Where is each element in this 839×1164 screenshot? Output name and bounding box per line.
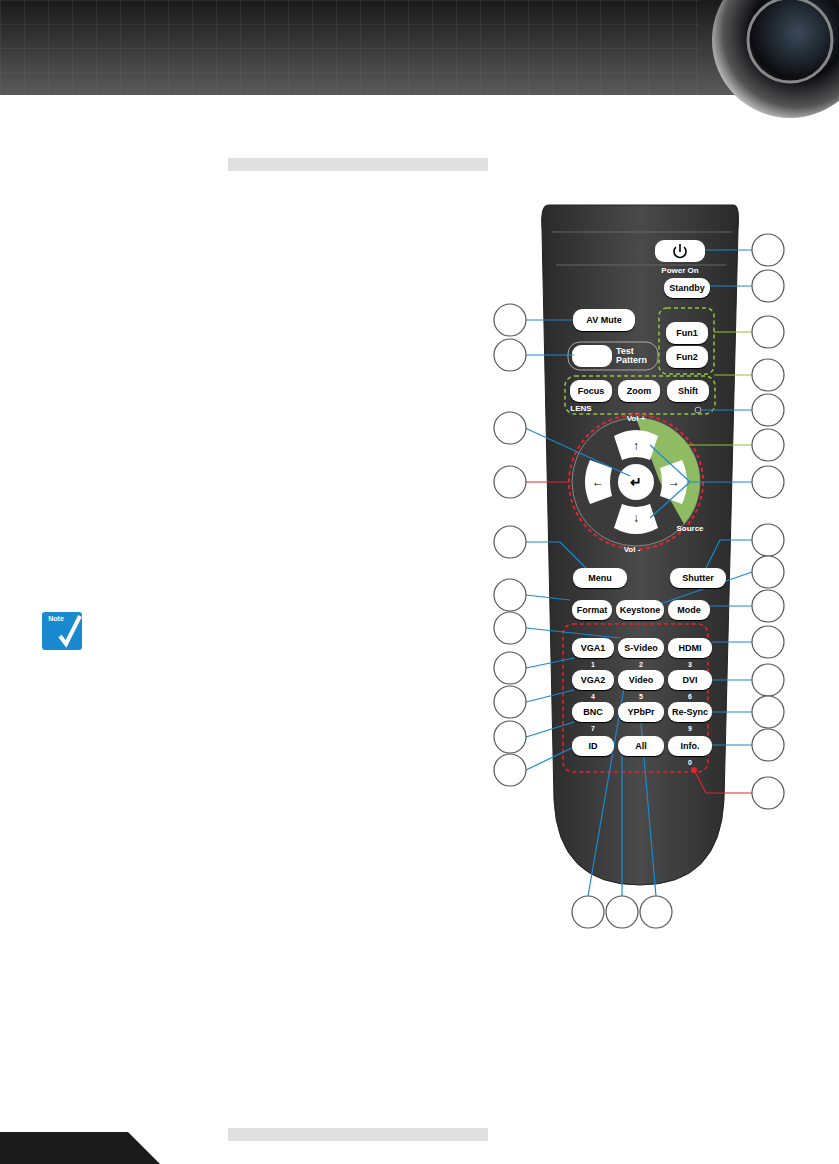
note-icon xyxy=(42,612,82,650)
vol-down-label: Vol - xyxy=(624,545,641,554)
button-label: Zoom xyxy=(627,386,652,396)
number-key: 5 xyxy=(639,693,643,700)
button-label: BNC xyxy=(583,707,603,717)
button-label: Format xyxy=(577,605,608,615)
remote-body xyxy=(542,205,739,885)
keystone-button: Keystone xyxy=(616,600,665,620)
power-button xyxy=(655,240,705,262)
enter-symbol: ↵ xyxy=(630,474,642,490)
menu-button: Menu xyxy=(573,568,627,588)
number-key: 1 xyxy=(591,661,595,668)
fun1-button: Fun1 xyxy=(666,322,708,344)
button-label: DVI xyxy=(682,675,697,685)
number-key: 6 xyxy=(688,693,692,700)
button-label: ID xyxy=(589,741,598,751)
power-symbol xyxy=(674,244,686,257)
power-on-label: Power On xyxy=(661,266,698,275)
lens-group xyxy=(565,376,715,414)
focus-button: Focus xyxy=(570,380,612,402)
enter-button xyxy=(618,464,654,500)
header-grid xyxy=(0,0,700,95)
test-pattern-label: Test Pattern xyxy=(616,347,654,365)
red-leader xyxy=(694,770,752,793)
button-label: Fun2 xyxy=(676,352,698,362)
button-label: Re-Sync xyxy=(672,707,708,717)
all-button: All xyxy=(618,736,664,756)
mode-button: Mode xyxy=(668,600,710,620)
button-label: Info. xyxy=(681,741,700,751)
footer-bar xyxy=(228,1128,488,1141)
button-label: S-Video xyxy=(624,643,657,653)
hdmi-button: HDMI xyxy=(668,638,712,658)
number-key: 7 xyxy=(591,725,595,732)
red-leader xyxy=(526,481,569,482)
video-button: Video xyxy=(618,670,664,690)
id-button: ID xyxy=(572,736,614,756)
arrow-left: ← xyxy=(592,475,604,489)
vga2-button: VGA2 xyxy=(572,670,614,690)
button-label: Shift xyxy=(678,386,698,396)
shutter-button: Shutter xyxy=(670,568,726,588)
number-key: 4 xyxy=(591,693,595,700)
button-label: Focus xyxy=(578,386,605,396)
button-label: Video xyxy=(629,675,653,685)
button-label: Menu xyxy=(588,573,612,583)
button-label: Fun1 xyxy=(676,328,698,338)
s-video-button: S-Video xyxy=(618,638,664,658)
arrow-right: → xyxy=(668,475,680,489)
button-label: All xyxy=(635,741,647,751)
button-label: Shutter xyxy=(682,573,714,583)
number-group xyxy=(563,624,708,772)
page-tab xyxy=(0,1132,160,1164)
button-label: Standby xyxy=(669,283,705,293)
number-key: 3 xyxy=(688,661,692,668)
bnc-button: BNC xyxy=(572,702,614,722)
format-button: Format xyxy=(572,600,612,620)
button-label: VGA1 xyxy=(581,643,606,653)
av-mute-button: AV Mute xyxy=(573,309,635,331)
info-button: Info. xyxy=(668,736,712,756)
leader-lines xyxy=(525,250,752,896)
up-button xyxy=(614,430,658,460)
button-label: VGA2 xyxy=(581,675,606,685)
arrow-down: ↓ xyxy=(633,511,639,525)
lens-ring xyxy=(748,0,832,82)
standby-button: Standby xyxy=(664,278,710,298)
button-label: HDMI xyxy=(679,643,702,653)
zoom-button: Zoom xyxy=(618,380,660,402)
dvi-button: DVI xyxy=(668,670,712,690)
dpad-outline xyxy=(569,415,703,549)
button-label: AV Mute xyxy=(586,315,621,325)
lens-image xyxy=(712,0,839,118)
vol-up-label: Vol + xyxy=(627,414,646,423)
left-button xyxy=(585,460,612,504)
source-label: Source xyxy=(676,524,703,533)
note-text: Note xyxy=(48,615,64,622)
button-label: Mode xyxy=(677,605,701,615)
number-key: 0 xyxy=(688,759,692,766)
button-label: YPbPr xyxy=(627,707,654,717)
re-sync-button: Re-Sync xyxy=(668,702,712,722)
test-pattern-outline xyxy=(568,342,658,370)
function-group xyxy=(659,308,714,374)
shift-button: Shift xyxy=(667,380,709,402)
lens-label: LENS xyxy=(570,404,591,413)
button-label: Keystone xyxy=(620,605,661,615)
callout-circles xyxy=(494,234,784,928)
vga1-button: VGA1 xyxy=(572,638,614,658)
body-lines xyxy=(552,232,732,265)
test-pattern-button xyxy=(572,345,612,367)
led xyxy=(695,407,701,413)
heading-bar xyxy=(228,158,488,171)
arrow-up: ↑ xyxy=(633,439,639,453)
fun2-button: Fun2 xyxy=(666,346,708,368)
ypbpr-button: YPbPr xyxy=(618,702,664,722)
leader-dot xyxy=(691,767,697,773)
down-button xyxy=(614,504,658,534)
number-key: 2 xyxy=(639,661,643,668)
number-key: 9 xyxy=(688,725,692,732)
